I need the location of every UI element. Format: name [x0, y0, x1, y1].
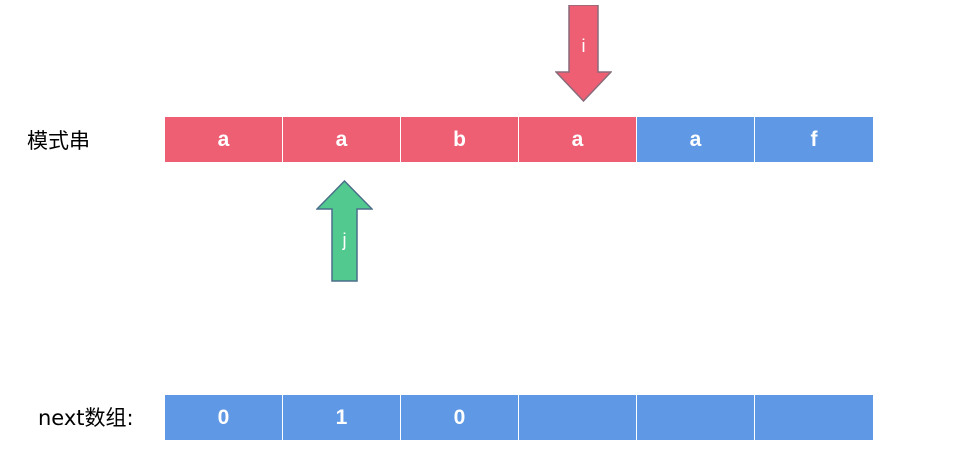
pattern-cell: a — [165, 117, 283, 162]
pointer-i-arrow: i — [555, 5, 612, 102]
pattern-string-label: 模式串 — [27, 129, 90, 153]
next-cell — [637, 395, 755, 440]
pattern-cell: f — [755, 117, 873, 162]
next-array-label: next数组: — [38, 406, 134, 430]
pattern-cell: a — [637, 117, 755, 162]
pointer-j-label: j — [342, 230, 347, 250]
next-array-row: 0 1 0 — [165, 395, 873, 440]
pattern-cell: a — [283, 117, 401, 162]
next-cell — [519, 395, 637, 440]
pattern-string-row: a a b a a f — [165, 117, 873, 162]
pointer-j-arrow: j — [316, 180, 373, 282]
next-cell: 0 — [165, 395, 283, 440]
next-cell: 0 — [401, 395, 519, 440]
pattern-cell: b — [401, 117, 519, 162]
next-cell: 1 — [283, 395, 401, 440]
next-cell — [755, 395, 873, 440]
pointer-i-label: i — [582, 36, 586, 56]
pattern-cell: a — [519, 117, 637, 162]
